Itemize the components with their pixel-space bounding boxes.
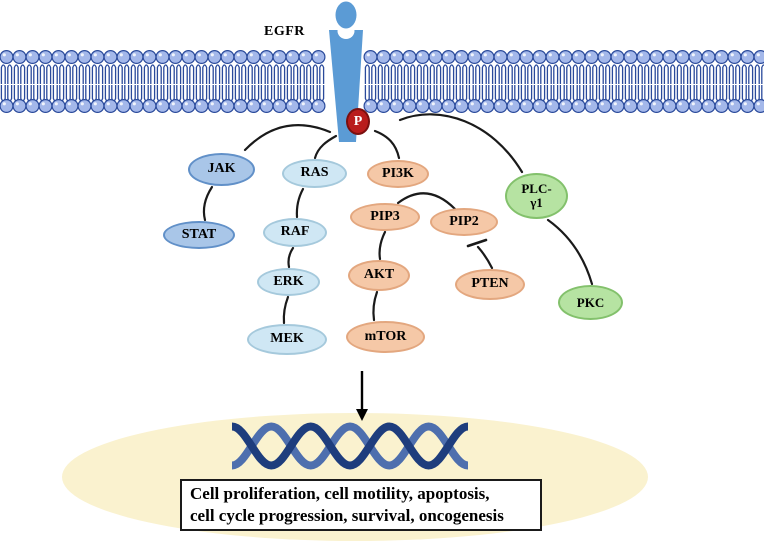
outcome-line-2: cell cycle progression, survival, oncoge…: [190, 506, 504, 526]
node-erk: ERK: [257, 268, 320, 296]
connector-jak-stat: [202, 185, 214, 222]
connector-raf-erk: [287, 246, 295, 269]
connector-pip3-akt: [378, 230, 387, 261]
connector-akt-mtor: [372, 290, 379, 322]
connector-plc-pkc: [546, 218, 594, 286]
cell-membrane: [0, 49, 764, 113]
node-plc-gamma1: PLC- γ1: [505, 173, 568, 219]
outcome-line-1: Cell proliferation, cell motility, apopt…: [190, 484, 490, 503]
pathway-connectors: [202, 113, 594, 325]
node-plc-line1: PLC-: [521, 181, 552, 197]
node-mtor: mTOR: [346, 321, 425, 353]
connector-ras-raf: [295, 187, 305, 219]
connector-pten-pip2: [476, 245, 494, 270]
arrow-head: [356, 409, 368, 421]
connector-receptor-ras: [313, 134, 338, 160]
outcome-text-box: Cell proliferation, cell motility, apopt…: [180, 479, 542, 531]
egfr-label: EGFR: [264, 24, 305, 39]
node-pip3: PIP3: [350, 203, 420, 231]
inhibition-tbar: [466, 238, 488, 248]
node-akt: AKT: [348, 260, 410, 291]
node-stat: STAT: [163, 221, 235, 249]
dna-helix-icon: [230, 422, 470, 470]
phosphorylation-badge: P: [346, 108, 370, 135]
node-plc-line2: γ1: [530, 195, 543, 210]
node-mek: MEK: [247, 324, 327, 355]
node-jak: JAK: [188, 153, 255, 186]
signal-arrow: [356, 371, 368, 421]
node-pip2: PIP2: [430, 208, 498, 236]
connector-receptor-pi3k: [373, 129, 401, 160]
node-raf: RAF: [263, 218, 327, 247]
node-pkc: PKC: [558, 285, 623, 320]
connector-receptor-jak: [243, 124, 332, 152]
node-ras: RAS: [282, 159, 347, 188]
connector-erk-mek: [282, 295, 290, 325]
connector-pip3-pip2: [396, 192, 457, 211]
ligand-ball: [335, 1, 357, 29]
node-pten: PTEN: [455, 269, 525, 300]
connector-receptor-plc: [398, 113, 524, 174]
node-pi3k: PI3K: [367, 160, 429, 188]
